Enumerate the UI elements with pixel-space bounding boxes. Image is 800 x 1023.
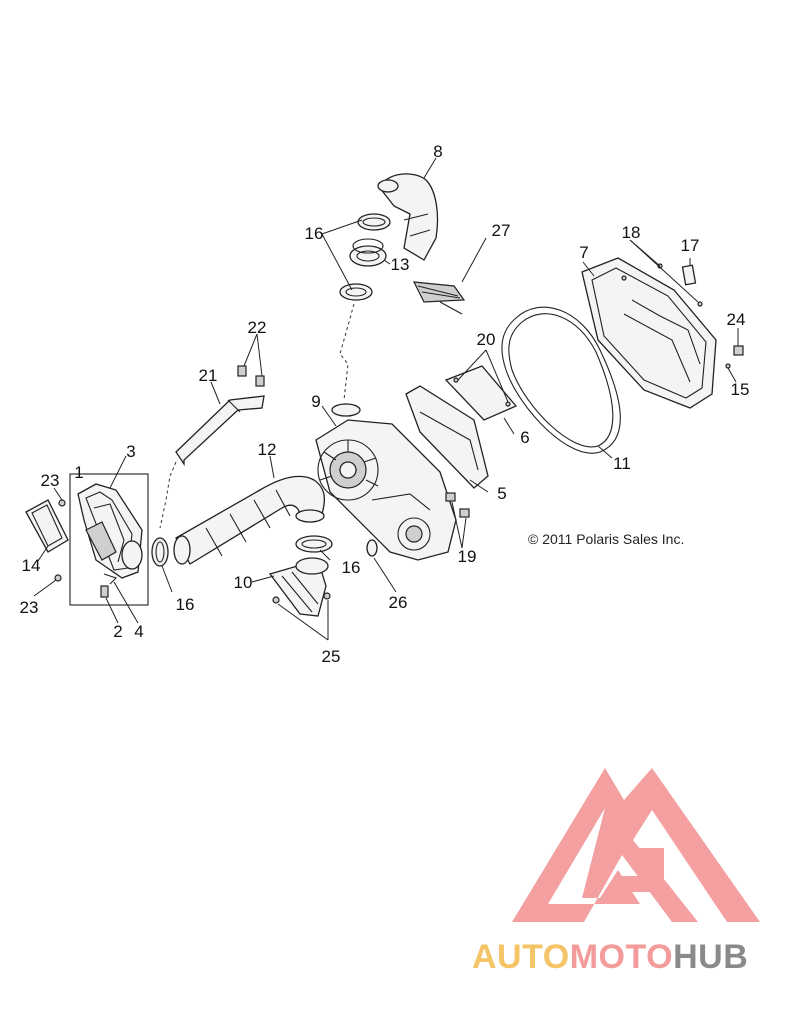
automotohub-logo — [512, 768, 760, 922]
part-23-bolt-upper — [58, 499, 66, 507]
callout-27: 27 — [492, 221, 511, 240]
callout-25: 25 — [322, 647, 341, 666]
part-16-clamp-left — [151, 537, 169, 567]
callout-7: 7 — [579, 243, 588, 262]
part-7-outer-cover — [581, 257, 717, 409]
part-22-bolts — [237, 365, 265, 387]
callout-22: 22 — [248, 318, 267, 337]
automotohub-wordmark: AUTOMOTOHUB — [472, 938, 748, 977]
part-9-clutch-cover-inner — [315, 403, 457, 561]
part-3-airbox — [77, 483, 143, 579]
callout-20: 20 — [477, 330, 496, 349]
callout-11: 11 — [613, 454, 631, 473]
callout-24: 24 — [727, 310, 746, 329]
part-16-clamp-mid — [339, 283, 373, 301]
part-2-plug — [100, 585, 109, 598]
callout-19: 19 — [458, 547, 477, 566]
callout-1: 1 — [74, 463, 83, 482]
part-19-nuts — [445, 492, 470, 518]
callout-labels: 1 2 3 4 5 6 7 8 9 10 11 12 13 14 15 16 1… — [20, 142, 750, 666]
callout-9: 9 — [311, 392, 320, 411]
part-27-filter-block — [412, 281, 466, 315]
part-24-knob — [733, 345, 744, 356]
callout-4: 4 — [134, 622, 143, 641]
part-25-screw-b — [323, 592, 331, 600]
dash-line-bracket-airbox — [159, 461, 177, 529]
wordmark-part-hub: HUB — [673, 938, 749, 976]
callout-2: 2 — [113, 622, 122, 641]
callout-5: 5 — [497, 484, 506, 503]
callout-16b: 16 — [342, 558, 361, 577]
part-12-intake-duct — [173, 475, 326, 565]
callout-14: 14 — [22, 556, 41, 575]
part-10-outlet-elbow — [268, 557, 329, 617]
part-16-clamp-upper — [357, 213, 391, 231]
callout-21: 21 — [199, 366, 218, 385]
callout-17: 17 — [681, 236, 700, 255]
callout-3: 3 — [126, 442, 135, 461]
callout-23b: 23 — [20, 598, 39, 617]
part-4-clamp — [103, 573, 118, 585]
part-16-clamp-lower — [295, 535, 333, 553]
callout-15: 15 — [731, 380, 750, 399]
callout-13: 13 — [391, 255, 410, 274]
part-23-bolt-lower — [54, 574, 62, 582]
part-17-decal — [681, 264, 697, 286]
callout-10: 10 — [234, 573, 253, 592]
leader-lines — [33, 157, 739, 641]
part-25-screw-a — [272, 596, 280, 604]
callout-23a: 23 — [41, 471, 60, 490]
part-13-boot — [349, 238, 387, 267]
callout-16a: 16 — [305, 224, 324, 243]
wordmark-part-auto: AUTO — [472, 938, 570, 976]
callout-16c: 16 — [176, 595, 195, 614]
callout-18: 18 — [622, 223, 641, 242]
part-26-washer — [366, 539, 378, 557]
callout-8: 8 — [433, 142, 442, 161]
part-5-panel — [405, 385, 489, 489]
part-8-upper-duct — [377, 173, 439, 261]
copyright-notice: © 2011 Polaris Sales Inc. — [528, 531, 685, 547]
part-21-bracket — [175, 395, 265, 467]
dash-line-boot-cover — [339, 303, 355, 401]
wordmark-part-moto: MOTO — [569, 938, 674, 976]
part-14-gasket — [25, 499, 69, 553]
callout-6: 6 — [520, 428, 529, 447]
callout-26: 26 — [389, 593, 408, 612]
part-15-pin — [725, 363, 731, 369]
callout-12: 12 — [258, 440, 277, 459]
